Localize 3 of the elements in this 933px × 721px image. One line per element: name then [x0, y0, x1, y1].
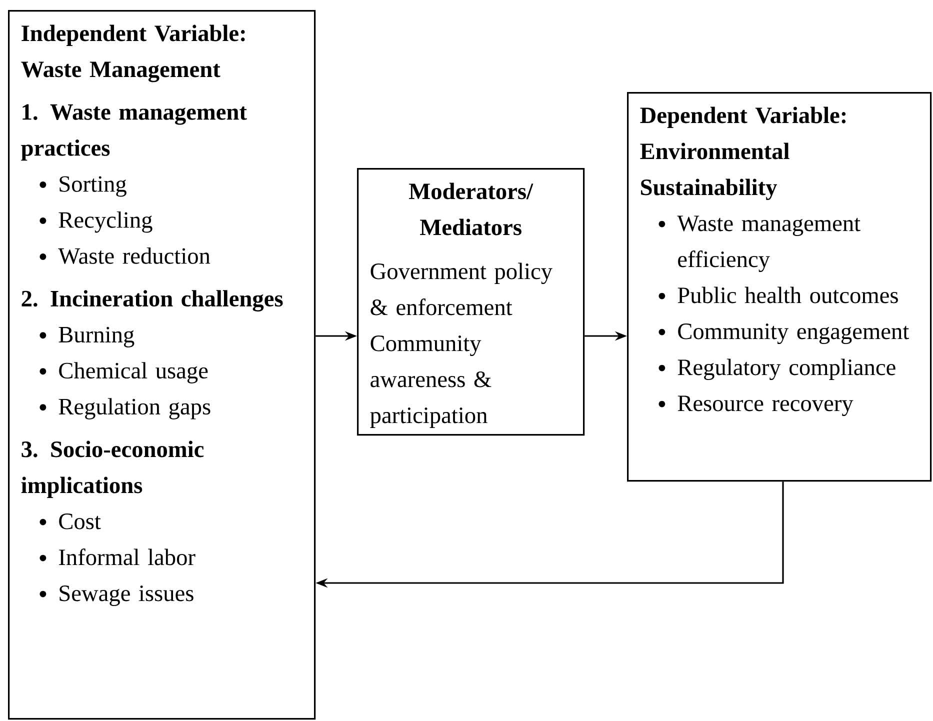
variable-box: Dependent Variable: Environmental Sustainability Waste management efficiency Public health outcomes Community engagement Regulatory compliance Resource recovery — [627, 92, 932, 482]
variable-box: Independent Variable: Waste Management 1. Waste management practices Sorting Recycling Waste reduction 2. Incineration challenges Burning Chemical usage Regulation gaps 3. Socio-economic implications Cost Informal labor Sewage issues — [8, 10, 316, 720]
variable-box: Moderators/ Mediators Government policy & enforcement Community awareness & participation — [357, 168, 585, 436]
